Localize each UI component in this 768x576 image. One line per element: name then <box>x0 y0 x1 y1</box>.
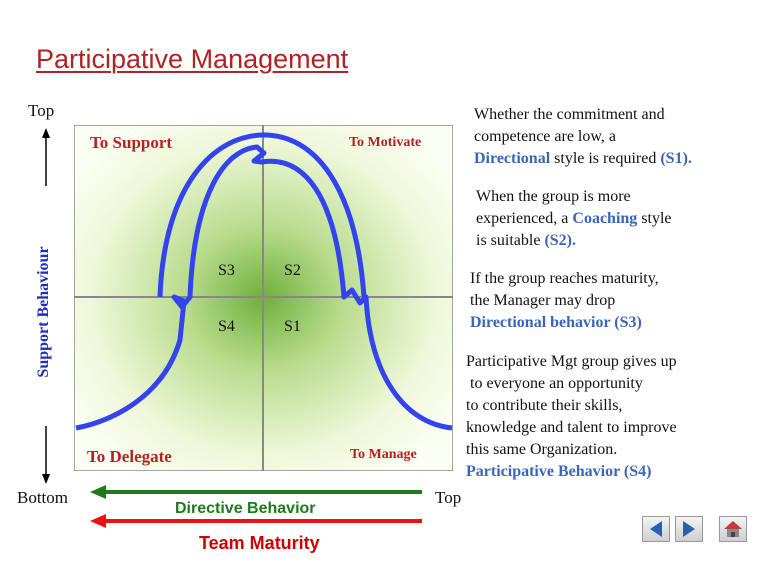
note-text: Participative Mgt group gives up to ever… <box>466 353 677 458</box>
note-text: style is required <box>550 150 661 167</box>
note-highlight: Coaching <box>572 210 638 227</box>
style-s4-label: S4 <box>218 318 235 335</box>
next-arrow-icon <box>683 521 695 537</box>
directive-behavior-label: Directive Behavior <box>175 500 316 517</box>
note-s3: If the group reaches maturity, the Manag… <box>470 268 659 334</box>
note-text: Whether the commitment and competence ar… <box>474 106 665 145</box>
home-icon <box>724 521 742 537</box>
next-slide-button[interactable] <box>675 516 703 542</box>
previous-slide-button[interactable] <box>642 516 670 542</box>
y-axis-label: Support Behaviour <box>35 246 52 378</box>
prev-arrow-icon <box>650 521 662 537</box>
quadrant-to-motivate: To Motivate <box>349 135 422 150</box>
y-axis-bottom-label: Bottom <box>17 488 69 507</box>
note-highlight: (S1). <box>660 150 692 167</box>
vertical-arrow <box>42 128 50 484</box>
situational-leadership-diagram <box>74 125 453 471</box>
y-axis-top-label: Top <box>28 101 55 120</box>
note-text: If the group reaches maturity, the Manag… <box>470 270 659 309</box>
note-highlight: (S2). <box>544 232 576 249</box>
bottom-arrows <box>90 485 422 528</box>
style-s1-label: S1 <box>284 318 301 335</box>
note-s4: Participative Mgt group gives up to ever… <box>466 351 677 483</box>
home-button[interactable] <box>719 516 747 542</box>
bell-curve <box>75 144 453 431</box>
page-title: Participative Management <box>36 44 349 74</box>
x-axis-top-label: Top <box>435 488 462 507</box>
team-maturity-label: Team Maturity <box>199 533 320 553</box>
bell-curve-inner <box>157 132 367 298</box>
note-highlight: Directional behavior (S3) <box>470 314 642 331</box>
quadrant-to-support: To Support <box>90 133 173 152</box>
quadrant-to-delegate: To Delegate <box>87 447 172 466</box>
note-s2: When the group is more experienced, a Co… <box>476 186 672 252</box>
style-s2-label: S2 <box>284 262 301 279</box>
note-highlight: Directional <box>474 150 551 167</box>
note-text: When the group is more experienced, a <box>476 188 631 227</box>
style-s3-label: S3 <box>218 262 235 279</box>
quadrant-to-manage: To Manage <box>350 447 417 462</box>
note-s1: Whether the commitment and competence ar… <box>474 104 692 170</box>
note-text: style is suitable <box>476 210 672 249</box>
note-highlight: Participative Behavior (S4) <box>466 463 652 480</box>
